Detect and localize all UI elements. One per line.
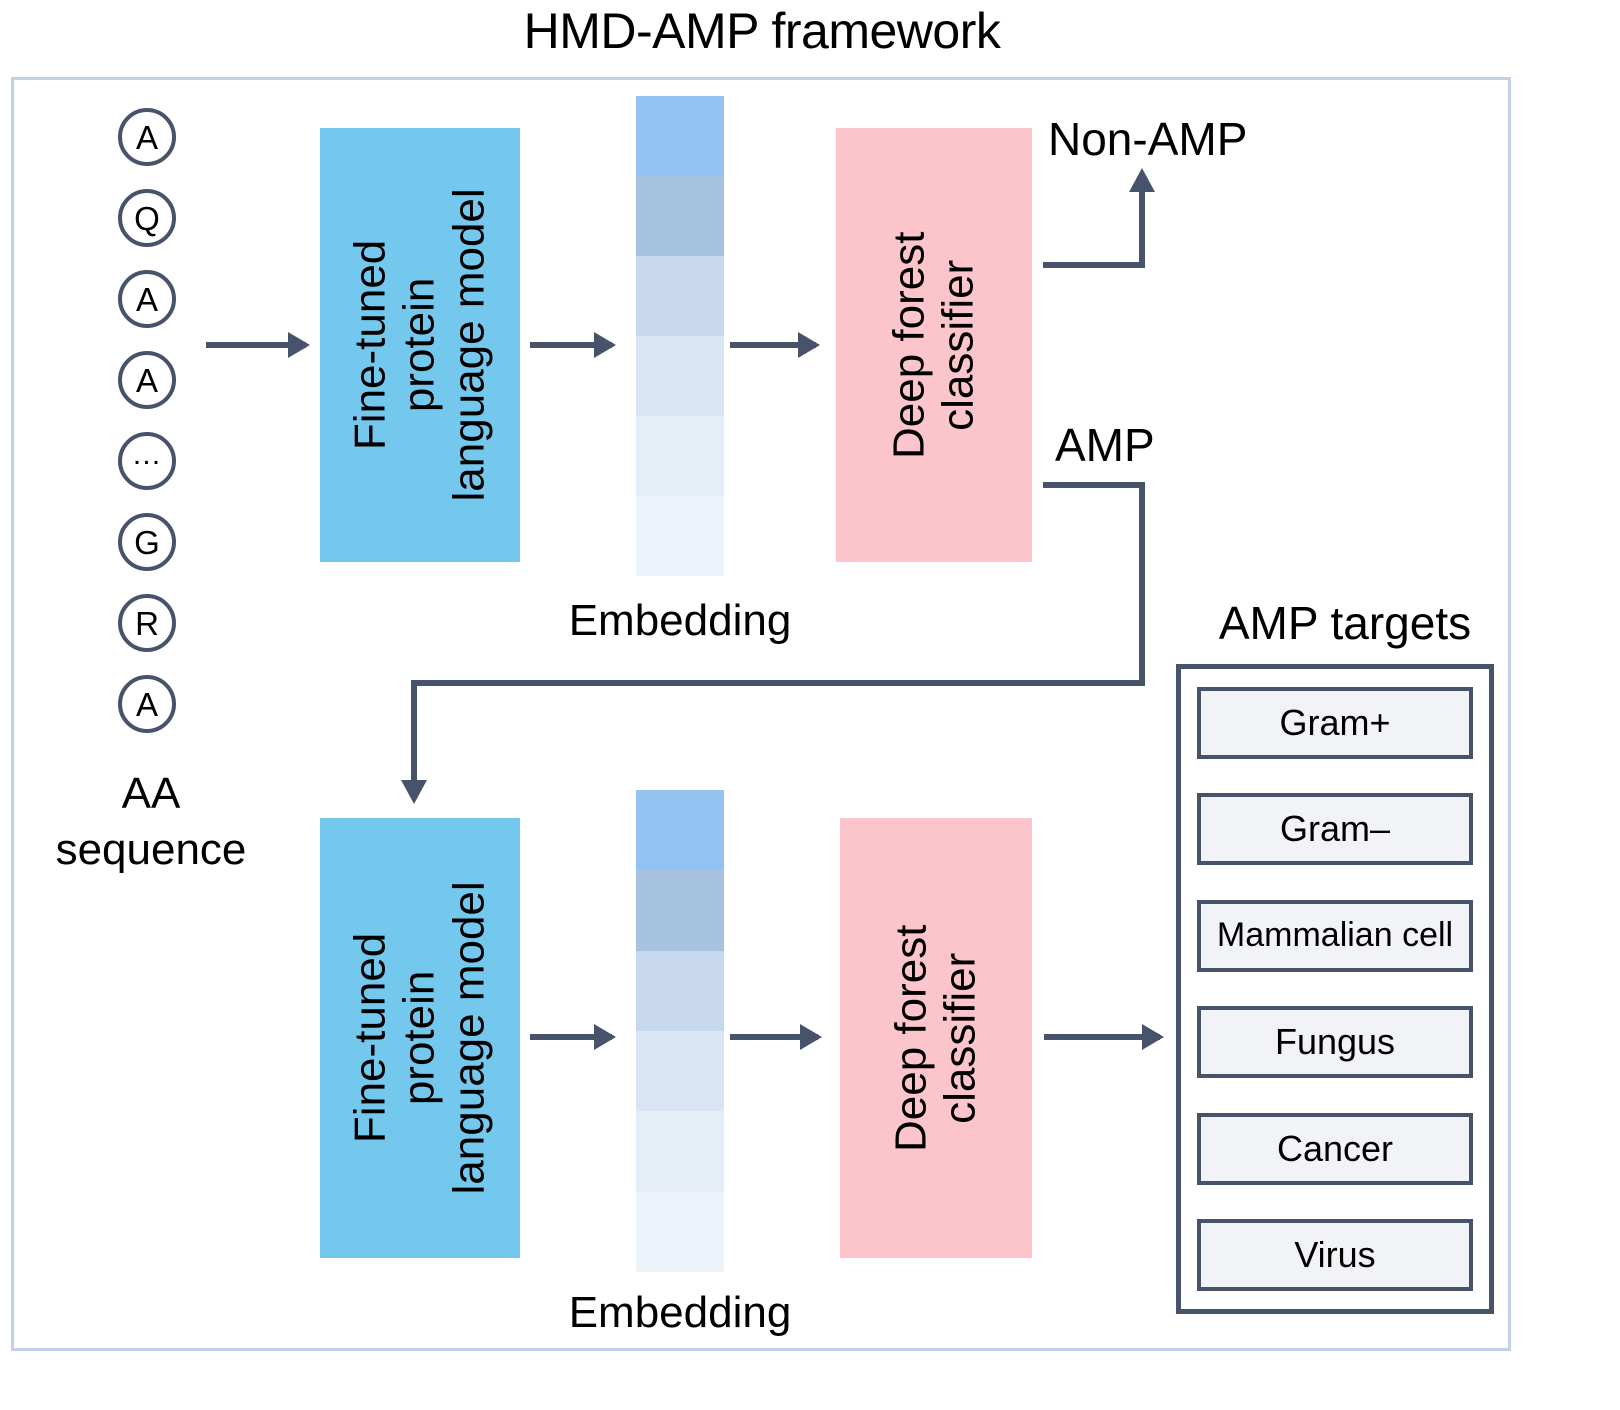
dfc-line2: classifier — [934, 259, 983, 431]
embedding-band-1 — [636, 790, 724, 871]
aa-sequence-label-line2: sequence — [55, 825, 247, 875]
embedding-label-bottom: Embedding — [568, 1288, 792, 1337]
classifier-label-top: Deep forest classifier — [885, 231, 984, 458]
residue-circle-4: A — [118, 351, 176, 409]
embedding-band-6 — [636, 496, 724, 576]
embedding-band-2 — [636, 176, 724, 257]
residue-letter: … — [131, 438, 163, 471]
non-amp-label: Non-AMP — [1048, 113, 1248, 165]
target-item-gram-positive: Gram+ — [1197, 687, 1473, 759]
aa-sequence-label-line1: AA — [121, 769, 181, 818]
embedding-band-1 — [636, 96, 724, 177]
amp-label: AMP — [1055, 419, 1155, 471]
residue-letter: A — [135, 361, 158, 399]
arrow-classifier-to-targets — [1044, 1034, 1160, 1040]
arrow-embedding-to-classifier-top — [730, 342, 816, 348]
classifier-label-bottom: Deep forest classifier — [887, 924, 986, 1151]
dfc-line2: classifier — [936, 952, 985, 1124]
embedding-band-2 — [636, 870, 724, 951]
embedding-band-6 — [636, 1191, 724, 1272]
figure-title: HMD-AMP framework — [523, 3, 1001, 59]
language-model-label-bottom: Fine-tuned protein language model — [346, 881, 494, 1194]
residue-letter: A — [135, 118, 158, 156]
amp-connector-vertical-2 — [411, 680, 417, 782]
embedding-band-5 — [636, 1111, 724, 1192]
language-model-block-top: Fine-tuned protein language model — [320, 128, 520, 562]
non-amp-arrowhead — [1129, 168, 1155, 192]
target-item-gram-negative: Gram– — [1197, 793, 1473, 866]
language-model-label-top: Fine-tuned protein language model — [346, 188, 494, 501]
deep-forest-classifier-block-bottom: Deep forest classifier — [840, 818, 1032, 1258]
aa-sequence-label: AA sequence — [20, 766, 282, 879]
dfc-line1: Deep forest — [884, 231, 934, 459]
embedding-band-3 — [636, 950, 724, 1032]
residue-letter: A — [135, 280, 158, 318]
residue-circle-8: A — [118, 675, 176, 733]
lm-line3: language model — [444, 881, 494, 1195]
target-item-fungus: Fungus — [1197, 1006, 1473, 1079]
lm-line2: protein — [395, 970, 445, 1106]
embedding-label-top: Embedding — [568, 596, 792, 645]
lm-line1: Fine-tuned — [346, 932, 396, 1144]
amp-connector-vertical-1 — [1139, 482, 1145, 685]
language-model-block-bottom: Fine-tuned protein language model — [320, 818, 520, 1258]
residue-circle-2: Q — [118, 189, 176, 247]
residue-circle-7: R — [118, 594, 176, 652]
target-item-mammalian-cell: Mammalian cell — [1197, 899, 1473, 972]
arrow-lm-to-embedding-top — [530, 342, 612, 348]
amp-connector-horizontal-2 — [411, 680, 1145, 686]
non-amp-connector-vertical — [1139, 190, 1145, 266]
arrow-lm-to-embedding-bottom — [530, 1034, 612, 1040]
embedding-strip-top — [636, 96, 724, 576]
embedding-band-4 — [636, 336, 724, 417]
residue-circle-ellipsis: … — [118, 432, 176, 490]
residue-letter: R — [135, 604, 159, 642]
embedding-strip-bottom — [636, 790, 724, 1272]
embedding-band-3 — [636, 256, 724, 337]
amp-connector-horizontal-1 — [1043, 482, 1145, 488]
amp-targets-title: AMP targets — [1218, 597, 1472, 649]
lm-line2: protein — [395, 277, 445, 413]
dfc-line1: Deep forest — [886, 924, 936, 1152]
residue-letter: Q — [134, 199, 160, 237]
embedding-band-4 — [636, 1031, 724, 1112]
amp-arrowhead — [401, 780, 427, 804]
arrow-sequence-to-lm-top — [206, 342, 306, 348]
deep-forest-classifier-block-top: Deep forest classifier — [836, 128, 1032, 562]
lm-line3: language model — [444, 188, 494, 502]
residue-letter: A — [135, 685, 158, 723]
embedding-band-5 — [636, 416, 724, 497]
residue-circle-6: G — [118, 513, 176, 571]
non-amp-connector-horizontal — [1043, 262, 1145, 268]
residue-circle-1: A — [118, 108, 176, 166]
target-item-cancer: Cancer — [1197, 1112, 1473, 1185]
target-item-virus: Virus — [1197, 1218, 1473, 1291]
lm-line1: Fine-tuned — [346, 239, 396, 451]
residue-circle-3: A — [118, 270, 176, 328]
residue-letter: G — [134, 523, 160, 561]
amp-targets-panel: Gram+ Gram– Mammalian cell Fungus Cancer… — [1176, 664, 1494, 1314]
amino-acid-sequence: A Q A A … G R A — [118, 108, 182, 756]
arrow-embedding-to-classifier-bottom — [730, 1034, 818, 1040]
